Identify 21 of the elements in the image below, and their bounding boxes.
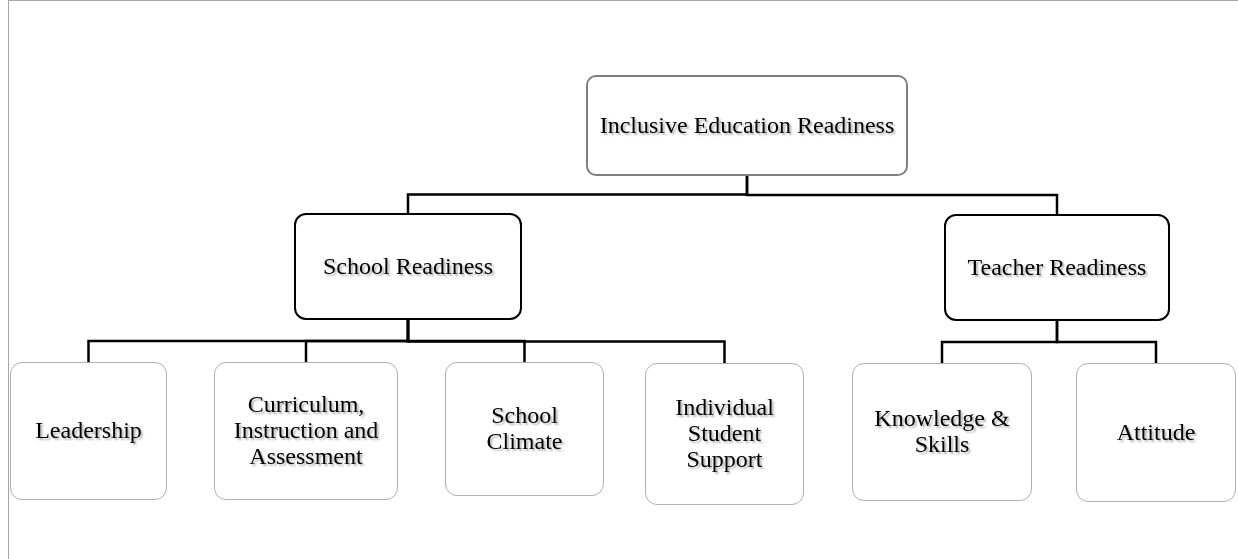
rounded-box — [1076, 363, 1236, 502]
rounded-box — [10, 362, 167, 500]
box-label: Curriculum, Instruction and Assessment — [232, 392, 380, 470]
box-label: Knowledge & Skills — [873, 406, 1011, 458]
box-label: Individual Student Support — [674, 395, 775, 473]
box-label: Leadership — [35, 418, 142, 444]
box-label: Teacher Readiness — [967, 254, 1147, 281]
rounded-box — [944, 214, 1170, 321]
box-label: Inclusive Education Readiness — [599, 112, 895, 139]
rounded-box — [645, 363, 804, 505]
rounded-box — [445, 362, 604, 496]
connector-line — [745, 176, 1059, 214]
connector-line — [1055, 321, 1158, 363]
rounded-box — [214, 362, 398, 500]
rounded-box — [586, 75, 908, 176]
box-label: Attitude — [1116, 419, 1196, 446]
rounded-box — [852, 363, 1032, 501]
connector-line — [406, 320, 726, 363]
box-label: School Readiness — [323, 253, 493, 280]
rounded-box — [294, 213, 522, 320]
box-label: School Climate — [485, 403, 564, 455]
